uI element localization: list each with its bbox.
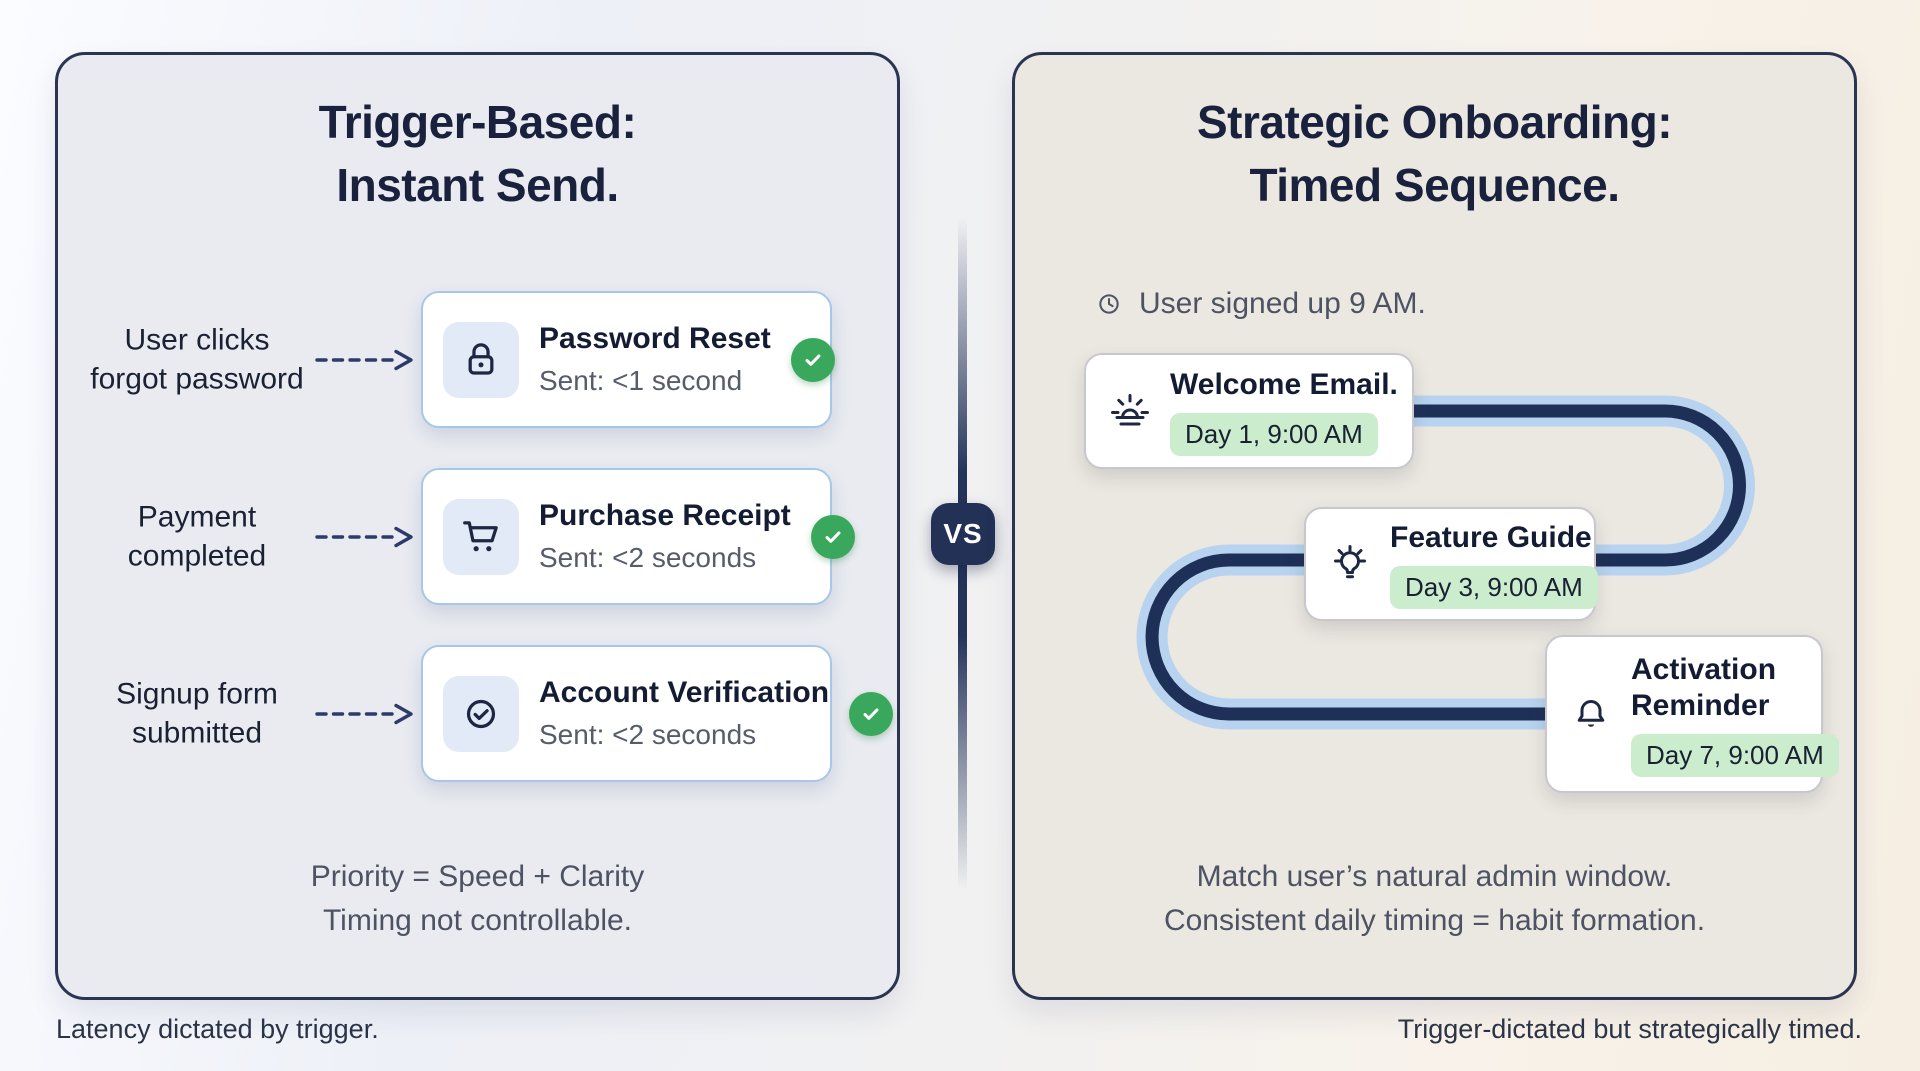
step-title: Welcome Email. <box>1170 367 1398 401</box>
left-caption: Latency dictated by trigger. <box>56 1014 379 1044</box>
footer-line2: Consistent daily timing = habit formatio… <box>1163 904 1706 938</box>
trigger-panel-title-line2: Instant Send. <box>336 159 619 212</box>
card-sent-time: Sent: <2 seconds <box>539 719 757 750</box>
onboarding-panel-footer: Match user’s natural admin window. Consi… <box>1015 855 1854 944</box>
footer-line1: Priority = Speed + Clarity <box>310 860 645 893</box>
cart-icon <box>443 498 519 575</box>
trigger-label: User clicks forgot password <box>90 322 304 396</box>
onboarding-panel-title-line2: Timed Sequence. <box>1249 159 1620 212</box>
trigger-panel-title: Trigger-Based: Instant Send. <box>58 91 897 218</box>
step-title: Activation Reminder <box>1631 652 1777 722</box>
card-title: Purchase Receipt <box>539 499 791 532</box>
day-badge: Day 7, 9:00 AM <box>1631 733 1839 777</box>
vs-badge: VS <box>931 503 995 565</box>
card-sent-time: Sent: <1 second <box>539 365 743 396</box>
day-badge: Day 1, 9:00 AM <box>1170 412 1378 456</box>
sequence-path <box>1136 395 1755 730</box>
right-caption: Trigger-dictated but strategically timed… <box>1397 1014 1862 1044</box>
sunrise-icon <box>1111 394 1149 426</box>
trigger-card-password-reset: Password Reset Sent: <1 second <box>421 291 835 428</box>
footer-line2: Timing not controllable. <box>322 904 633 938</box>
lock-icon <box>443 321 519 398</box>
signup-note: User signed up 9 AM. <box>1093 287 1426 321</box>
bulb-icon <box>1334 545 1366 579</box>
trigger-label: Signup form submitted <box>116 676 278 750</box>
trigger-panel: Trigger-Based: Instant Send. User clicks… <box>55 52 900 1000</box>
onboarding-panel-title-line1: Strategic Onboarding: <box>1196 96 1673 148</box>
check-icon <box>790 337 835 382</box>
trigger-panel-footer: Priority = Speed + Clarity Timing not co… <box>58 855 897 944</box>
step-title: Feature Guide <box>1390 520 1592 554</box>
bell-icon <box>1577 700 1605 727</box>
step-card-activation-reminder: Activation Reminder Day 7, 9:00 AM <box>1545 635 1839 793</box>
trigger-label: Payment completed <box>127 499 267 573</box>
onboarding-panel: Strategic Onboarding: Timed Sequence. Us… <box>1012 52 1857 1000</box>
trigger-card-purchase-receipt: Purchase Receipt Sent: <2 seconds <box>421 468 855 605</box>
card-title: Password Reset <box>539 322 771 355</box>
card-title: Account Verification <box>539 676 830 709</box>
check-icon <box>810 514 855 559</box>
trigger-panel-title-line1: Trigger-Based: <box>318 96 637 148</box>
step-card-feature-guide: Feature Guide Day 3, 9:00 AM <box>1304 507 1598 621</box>
trigger-card-account-verification: Account Verification Sent: <2 seconds <box>421 645 894 782</box>
trigger-row-purchase-receipt: Payment completed Purchase Receipt Sen <box>58 468 897 605</box>
trigger-row-account-verification: Signup form submitted Account Verificati… <box>58 645 897 782</box>
day-badge: Day 3, 9:00 AM <box>1390 565 1598 609</box>
signup-note-text: User signed up 9 AM. <box>1139 287 1426 320</box>
dashed-arrow-icon <box>315 349 413 370</box>
dashed-arrow-icon <box>315 526 413 547</box>
trigger-row-password-reset: User clicks forgot password Password Res… <box>58 291 897 428</box>
step-card-welcome-email: Welcome Email. Day 1, 9:00 AM <box>1084 353 1414 469</box>
footer-line1: Match user’s natural admin window. <box>1196 860 1673 893</box>
clock-icon <box>1099 294 1119 314</box>
card-sent-time: Sent: <2 seconds <box>539 542 757 573</box>
dashed-arrow-icon <box>315 703 413 724</box>
onboarding-panel-title: Strategic Onboarding: Timed Sequence. <box>1015 91 1854 218</box>
circle-check-icon <box>443 675 519 752</box>
check-icon <box>849 691 894 736</box>
